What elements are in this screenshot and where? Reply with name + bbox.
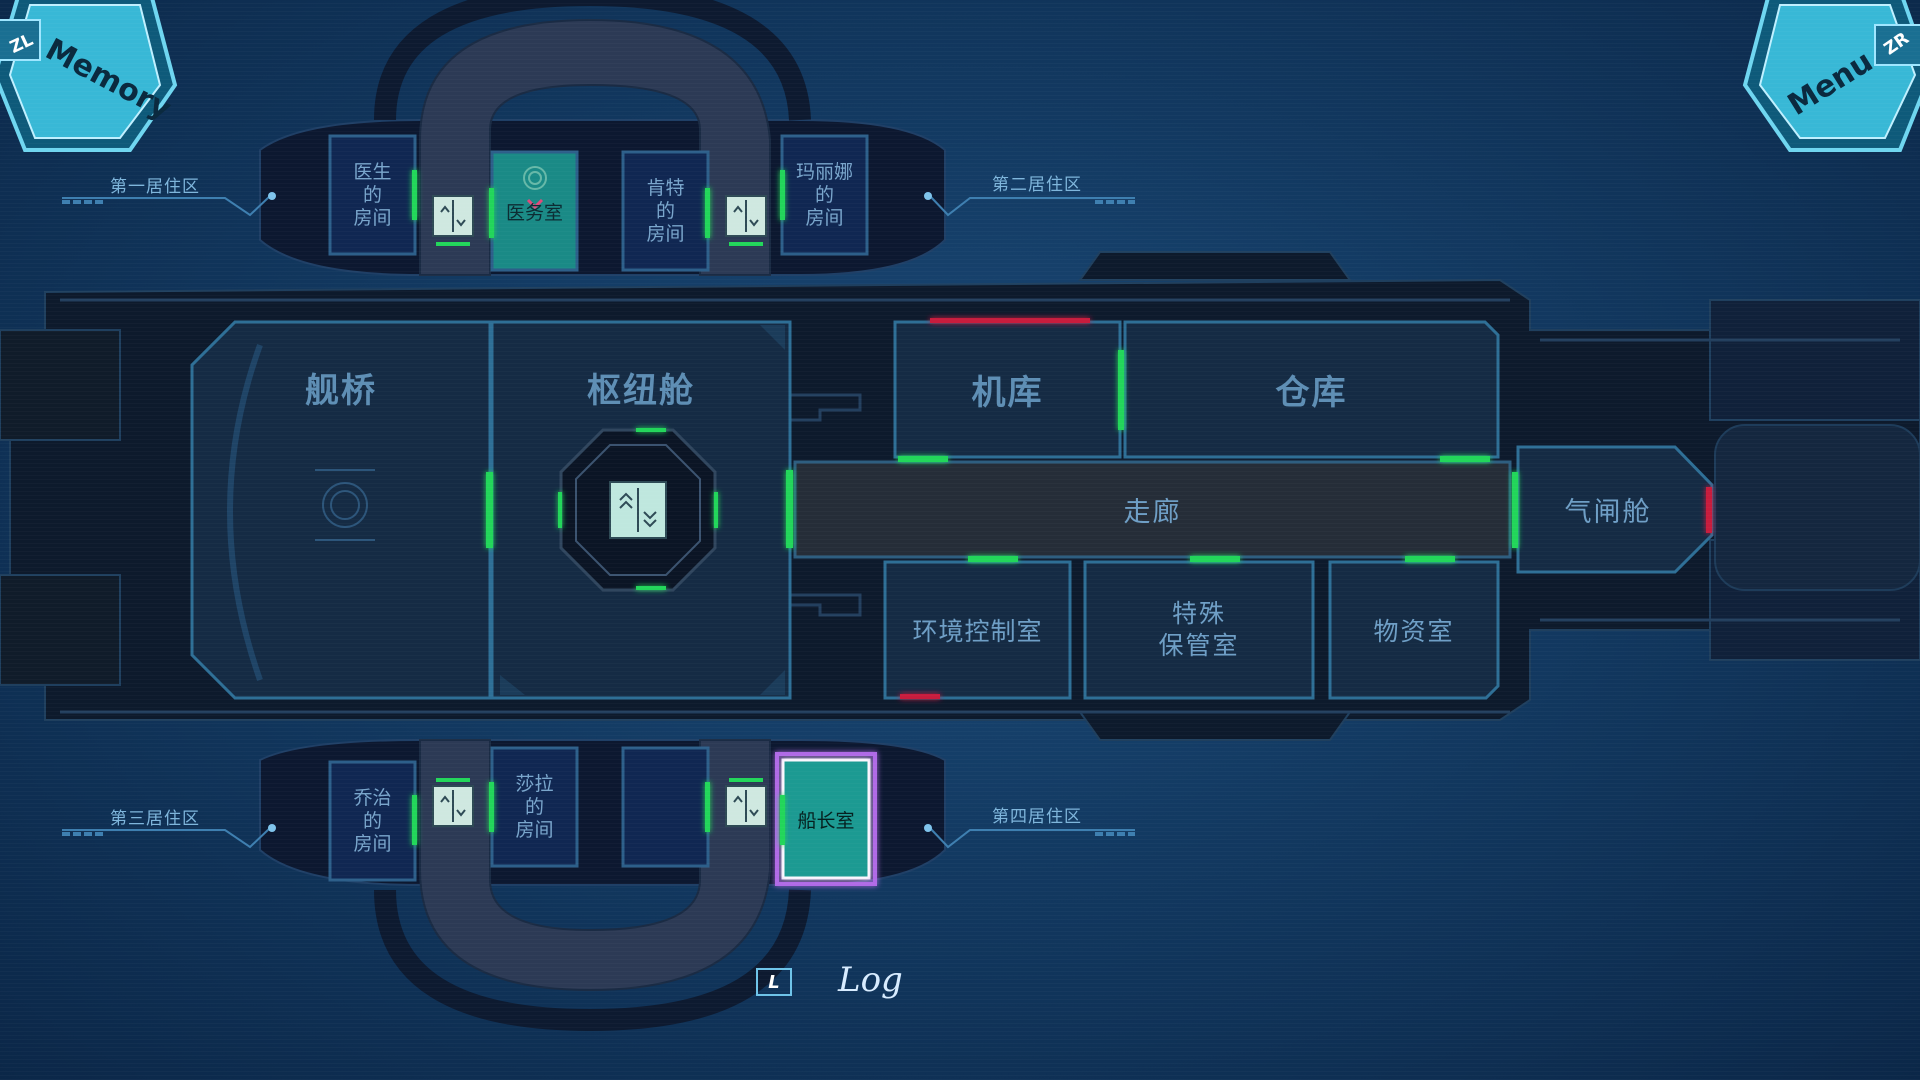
menu-badge-shape — [1742, 0, 1920, 152]
room-warehouse[interactable]: 仓库 — [1125, 322, 1498, 457]
room-marina-label: 玛丽娜 的 房间 — [795, 160, 853, 229]
room-sara-label: 莎拉 的 房间 — [515, 772, 554, 841]
room-corridor[interactable]: 走廊 — [795, 462, 1510, 557]
room-supplies-shape — [1328, 560, 1500, 700]
room-hub-label: 枢纽舱 — [587, 370, 695, 411]
room-bridge-label: 舰桥 — [305, 370, 377, 411]
room-bridge-shape — [190, 320, 492, 700]
room-bridge[interactable]: 舰桥 — [192, 322, 490, 698]
room-env-control-label: 环境控制室 — [912, 617, 1043, 646]
room-airlock-shape — [1516, 445, 1714, 574]
room-airlock-label: 气闸舱 — [1564, 497, 1652, 528]
room-special-shape — [1083, 560, 1315, 700]
room-special-storage[interactable]: 特殊 保管室 — [1085, 562, 1313, 698]
room-captain-label: 船长室 — [797, 809, 855, 832]
room-supplies-label: 物资室 — [1373, 617, 1455, 646]
area-label-3: 第三居住区 — [110, 809, 200, 829]
room-hangar-label: 机库 — [971, 372, 1044, 413]
room-george-shape — [328, 760, 417, 882]
room-captain-shape — [781, 758, 871, 880]
doors-open — [412, 170, 1518, 845]
menu-label: Menu — [1781, 44, 1880, 123]
room-george-label: 乔治 的 房间 — [353, 786, 392, 855]
room-special-storage-label: 特殊 保管室 — [1158, 599, 1240, 660]
room-hub[interactable]: 枢纽舱 — [492, 322, 790, 698]
room-medical-label: 医务室 — [505, 201, 563, 224]
room-medical[interactable]: 医务室 — [492, 152, 577, 270]
log-button[interactable]: Log — [838, 960, 903, 1000]
room-marina[interactable]: 玛丽娜 的 房间 — [782, 136, 867, 254]
memory-label: Memory — [39, 32, 177, 127]
room-sara[interactable]: 莎拉 的 房间 — [492, 748, 577, 866]
room-env-shape — [883, 560, 1072, 700]
upper-wing — [259, 0, 946, 276]
menu-button[interactable]: ZR Menu — [1750, 0, 1920, 160]
zl-key-icon: ZL — [6, 30, 37, 58]
room-kent-shape — [621, 150, 710, 272]
room-hangar[interactable]: 机库 — [895, 322, 1120, 457]
doors-locked — [900, 318, 1712, 699]
room-kent[interactable]: 肯特 的 房间 — [623, 152, 708, 270]
room-doctor[interactable]: 医生 的 房间 — [330, 136, 415, 254]
room-corridor-label: 走廊 — [1123, 497, 1182, 528]
room-captain[interactable]: 船长室 — [783, 760, 869, 878]
room-corridor-shape — [793, 460, 1512, 559]
area-label-4: 第四居住区 — [992, 807, 1082, 827]
room-supplies[interactable]: 物资室 — [1330, 562, 1498, 698]
room-kent-label: 肯特 的 房间 — [646, 176, 685, 245]
medical-icon — [523, 166, 547, 190]
log-key-icon: L — [756, 968, 792, 996]
room-warehouse-shape — [1123, 320, 1500, 459]
memory-badge-shape — [0, 0, 178, 152]
bridge-console-icon — [315, 469, 375, 541]
room-unlabeled[interactable] — [623, 748, 708, 866]
zr-key-icon: ZR — [1880, 28, 1913, 60]
room-george[interactable]: 乔治 的 房间 — [330, 762, 415, 880]
lower-wing — [259, 739, 946, 1032]
room-doctor-label: 医生 的 房间 — [353, 160, 392, 229]
area-label-1: 第一居住区 — [110, 177, 200, 197]
memory-button[interactable]: ZL Memory — [0, 0, 180, 160]
area-label-2: 第二居住区 — [992, 175, 1082, 195]
room-warehouse-label: 仓库 — [1275, 372, 1348, 413]
room-env-control[interactable]: 环境控制室 — [885, 562, 1070, 698]
room-airlock[interactable]: 气闸舱 — [1518, 447, 1712, 572]
room-sara-shape — [490, 746, 579, 868]
